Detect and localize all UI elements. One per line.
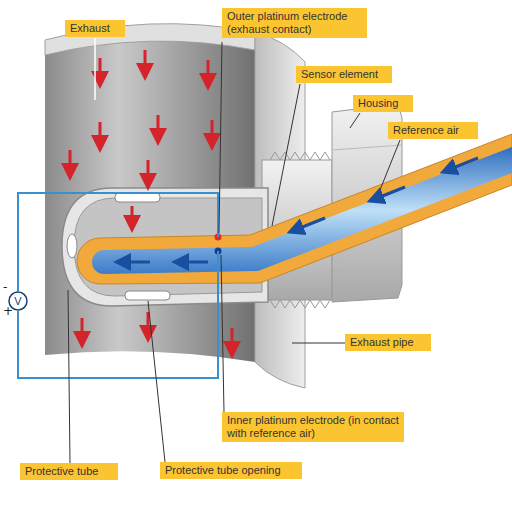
- tube-opening: [125, 291, 170, 300]
- tube-opening: [67, 234, 77, 258]
- signal-wire: [18, 251, 218, 378]
- part-label: Inner platinum electrode (in contact wit…: [222, 412, 404, 442]
- label-text: Inner platinum electrode (in contact wit…: [227, 414, 399, 440]
- label-text: Reference air: [393, 124, 473, 137]
- part-label: Housing: [353, 95, 413, 112]
- air-flow-arrows: [122, 158, 478, 262]
- label-text: Sensor element: [301, 68, 387, 81]
- polarity-sign: +: [3, 304, 13, 318]
- label-text: Exhaust: [70, 22, 120, 35]
- part-label: Exhaust pipe: [345, 334, 431, 351]
- label-text: Protective tube: [25, 465, 113, 478]
- part-label: Protective tube opening: [160, 462, 302, 479]
- label-text: Housing: [358, 97, 408, 110]
- thread-lines: [270, 300, 330, 308]
- reference-air-channel: [92, 147, 512, 274]
- part-label: Outer platinum electrode (exhaust contac…: [222, 8, 367, 38]
- tube-opening: [115, 193, 160, 202]
- nut-facet: [332, 145, 402, 150]
- label-text: Protective tube opening: [165, 464, 297, 477]
- part-label: Sensor element: [296, 66, 392, 83]
- label-text: Outer platinum electrode (exhaust contac…: [227, 10, 362, 36]
- signal-wire: [18, 193, 218, 291]
- nut-facet: [332, 260, 402, 265]
- leader-lines: [68, 42, 400, 463]
- leader-line: [94, 38, 96, 100]
- thread-lines: [270, 152, 330, 160]
- part-label: Reference air: [388, 122, 478, 139]
- sensor-element: [77, 134, 512, 284]
- polarity-sign: -: [3, 280, 7, 294]
- label-text: Exhaust pipe: [350, 336, 426, 349]
- part-label: Exhaust: [65, 20, 125, 37]
- part-label: Protective tube: [20, 463, 118, 480]
